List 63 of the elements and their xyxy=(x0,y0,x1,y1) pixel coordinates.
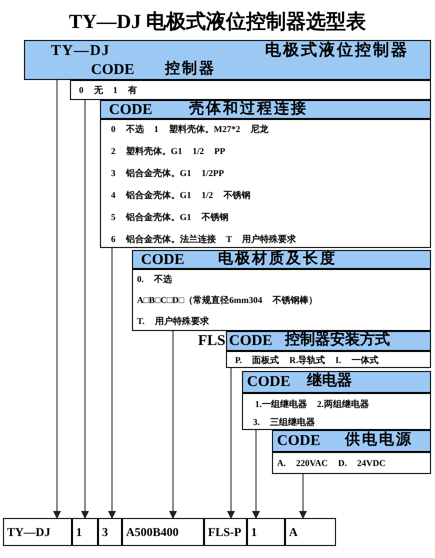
code-value: 1 xyxy=(76,526,82,538)
arrow xyxy=(299,474,307,519)
option-box xyxy=(132,269,431,331)
option-text: 3. 三组继电器 xyxy=(253,418,315,427)
option-box xyxy=(70,80,431,100)
header-bar xyxy=(132,250,431,269)
option-text: A. 220VAC D. 24VDC xyxy=(277,459,386,468)
arrow xyxy=(169,331,177,519)
code-value: TY—DJ xyxy=(7,526,50,538)
code-cell xyxy=(3,518,72,546)
product-title: 电极式液位控制器 xyxy=(265,43,409,59)
header-bar xyxy=(272,430,431,452)
option-text: T. 用户特殊要求 xyxy=(137,317,209,326)
code-cell xyxy=(204,518,247,546)
code-value: FLS-P xyxy=(208,526,242,538)
arrow xyxy=(227,368,235,519)
option-text: 0. 不选 xyxy=(137,275,172,284)
section-title: 供电电源 xyxy=(345,433,413,448)
header-bar xyxy=(226,331,431,351)
option-text: 3 铝合金壳体。G1 1/2PP xyxy=(111,169,224,178)
header-bar xyxy=(24,40,431,80)
model-code: TY—DJ xyxy=(51,44,110,59)
code-label: CODE xyxy=(277,434,320,449)
code-cell xyxy=(122,518,204,546)
code-cell xyxy=(247,518,285,546)
code-value: 3 xyxy=(102,526,108,538)
code-label: CODE xyxy=(247,375,290,390)
header-bar xyxy=(242,371,431,393)
arrow xyxy=(53,80,61,519)
option-text: 6 铝合金壳体。法兰连接 T 用户特殊要求 xyxy=(111,235,296,244)
title: TY—DJ 电极式液位控制器选型表 xyxy=(68,10,368,35)
section-title: 继电器 xyxy=(307,374,352,389)
arrow xyxy=(252,430,260,519)
section-title: 电极材质及长度 xyxy=(218,252,337,267)
option-text: A□B□C□D□（常规直径6mm304 不锈钢棒） xyxy=(137,296,318,305)
code-label: CODE xyxy=(141,253,184,268)
option-box xyxy=(272,452,431,474)
option-text: 5 铝合金壳体。G1 不锈钢 xyxy=(111,213,229,222)
option-text: 2 塑料壳体。G1 1/2 PP xyxy=(111,147,226,156)
code-label: CODE xyxy=(91,63,134,78)
code-value: A500B400 xyxy=(126,526,179,538)
code-cell xyxy=(72,518,98,546)
arrow xyxy=(108,248,116,519)
option-text: 0 无 1 有 xyxy=(79,86,137,95)
code-cell xyxy=(285,518,336,546)
section-title: 壳体和过程连接 xyxy=(189,102,308,117)
section-title: 控制器安装方式 xyxy=(285,333,390,348)
option-box xyxy=(226,351,431,368)
code-value: 1 xyxy=(251,526,257,538)
option-text: 4 铝合金壳体。G1 1/2 不锈钢 xyxy=(111,191,250,200)
option-text: 1.一组继电器 2.两组继电器 xyxy=(255,400,369,409)
option-text: 0 不选 1 塑料壳体。M27*2 尼龙 xyxy=(111,125,268,134)
option-text: P. 面板式 R.导轨式 I. 一体式 xyxy=(235,356,378,365)
code-value: A xyxy=(289,526,298,538)
code-label: CODE xyxy=(229,334,272,349)
header-bar xyxy=(100,100,431,119)
code-label: CODE xyxy=(109,103,152,118)
option-box xyxy=(100,119,431,248)
prefix-label: FLS xyxy=(198,334,226,349)
arrow xyxy=(81,100,89,519)
section-title: 控制器 xyxy=(165,62,216,77)
code-cell xyxy=(98,518,122,546)
option-box xyxy=(242,393,431,430)
